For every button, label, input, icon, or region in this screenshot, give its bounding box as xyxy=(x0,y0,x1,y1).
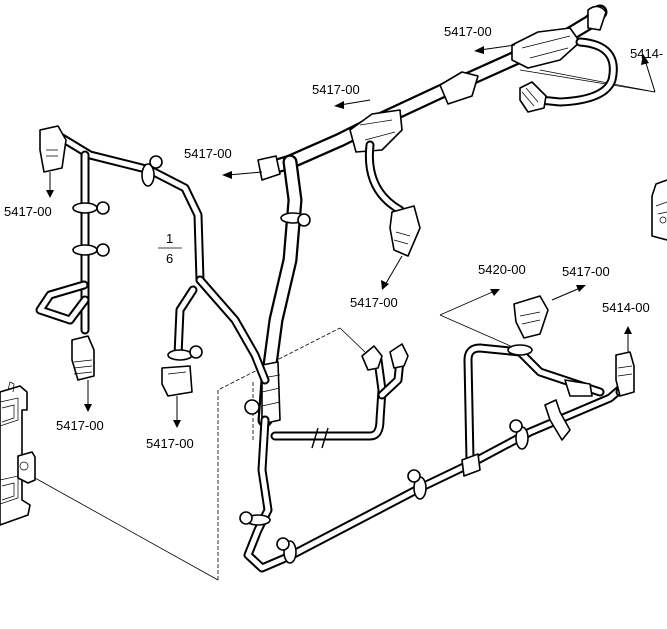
fraction-marker: 1 6 xyxy=(158,231,182,266)
label-part-number: 5417-00 xyxy=(146,436,194,451)
clips-lower xyxy=(239,344,571,564)
center-branch xyxy=(364,140,421,257)
bracket-right-edge xyxy=(651,179,667,241)
ecu-module xyxy=(0,381,36,526)
label-part-number: 5420-00 xyxy=(478,262,526,277)
callout-arrows xyxy=(46,44,656,428)
label-part-number: 5417-00 xyxy=(350,295,398,310)
label-part-number: 5417-00 xyxy=(562,264,610,279)
label-part-number: 5417-00 xyxy=(56,418,104,433)
main-trunk xyxy=(257,4,608,428)
label-part-number: 5417-00 xyxy=(312,82,360,97)
lower-connectors xyxy=(361,295,635,397)
top-right-branch xyxy=(519,37,618,113)
label-part-number: 5417-00 xyxy=(4,204,52,219)
clips-left xyxy=(72,155,311,415)
fraction-denominator: 6 xyxy=(166,251,173,266)
trunk-sheaths xyxy=(257,5,607,425)
left-connectors xyxy=(39,125,193,397)
label-part-number: 5417-00 xyxy=(444,24,492,39)
part-labels: 5417-00 5414- 5417-00 5417-00 5417-00 54… xyxy=(4,24,663,451)
label-part-number: 5414-00 xyxy=(602,300,650,315)
fraction-numerator: 1 xyxy=(166,231,173,246)
left-branch xyxy=(35,133,270,385)
leader-lines xyxy=(34,69,656,581)
label-part-number: 5414- xyxy=(630,46,663,61)
label-part-number: 5417-00 xyxy=(184,146,232,161)
